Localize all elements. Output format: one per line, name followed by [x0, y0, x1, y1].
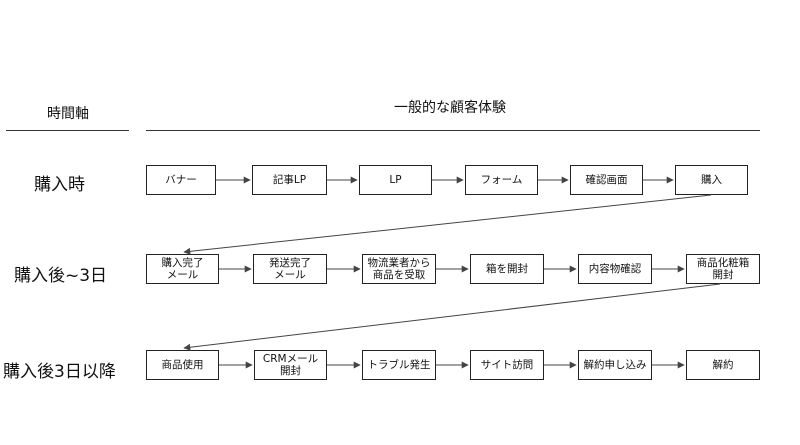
step-product-use: 商品使用: [146, 350, 219, 380]
row-label-post-purchase-3days: 購入後~3日: [14, 266, 108, 286]
step-check-contents: 内容物確認: [578, 254, 652, 284]
step-trouble: トラブル発生: [362, 350, 436, 380]
arrow-wrap-2: [183, 283, 721, 351]
step-banner: バナー: [146, 165, 216, 195]
step-shipping-complete-mail: 発送完了 メール: [253, 254, 327, 284]
step-purchase: 購入: [675, 165, 748, 195]
step-cancel: 解約: [686, 350, 760, 380]
step-article-lp: 記事LP: [252, 165, 327, 195]
step-open-cosmetic-box: 商品化粧箱 開封: [686, 254, 760, 284]
step-crm-mail-open: CRMメール 開封: [254, 350, 327, 380]
experience-header: 一般的な顧客体験: [394, 100, 506, 116]
experience-underline: [146, 130, 760, 131]
step-receive-from-carrier: 物流業者から 商品を受取: [362, 254, 436, 284]
step-purchase-complete-mail: 購入完了 メール: [146, 254, 219, 284]
arrow-wrap-1: [183, 194, 712, 255]
time-axis-underline: [6, 130, 129, 131]
row-label-purchase: 購入時: [34, 175, 85, 195]
step-site-visit: サイト訪問: [470, 350, 544, 380]
step-confirmation: 確認画面: [570, 165, 643, 195]
step-form: フォーム: [465, 165, 538, 195]
step-open-box: 箱を開封: [470, 254, 544, 284]
step-lp: LP: [359, 165, 432, 195]
row-label-after-3days: 購入後3日以降: [3, 362, 116, 382]
time-axis-header: 時間軸: [47, 106, 89, 122]
step-cancel-request: 解約申し込み: [578, 350, 652, 380]
